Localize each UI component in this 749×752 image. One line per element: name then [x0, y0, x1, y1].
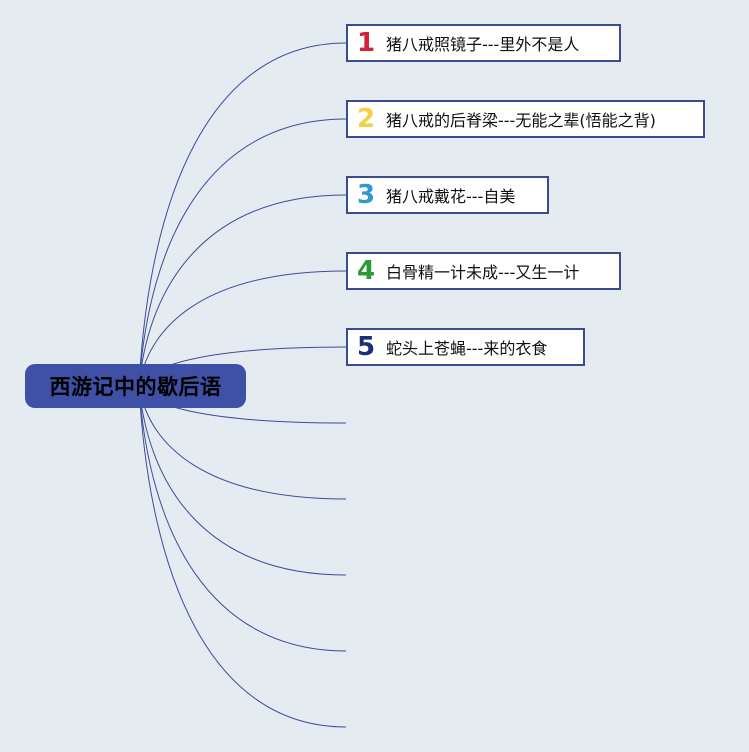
topic-1-text: 猪八戒照镜子---里外不是人: [386, 35, 580, 54]
priority-4-icon: 4: [356, 256, 376, 286]
topic-1[interactable]: 1 猪八戒照镜子---里外不是人: [346, 24, 621, 62]
empty-branch-line: [138, 385, 347, 500]
topic-5[interactable]: 5 蛇头上苍蝇---来的衣食: [346, 328, 585, 366]
branch-line-1: [138, 42, 347, 387]
priority-1-icon: 1: [356, 28, 376, 58]
central-topic-label: 西游记中的歇后语: [49, 375, 222, 399]
priority-2-icon: 2: [356, 104, 376, 134]
topic-4[interactable]: 4 白骨精一计未成---又生一计: [346, 252, 621, 290]
empty-branch-line: [138, 385, 347, 728]
branch-line-4: [138, 270, 347, 387]
branch-lines: [138, 42, 347, 728]
branch-line-2: [138, 118, 347, 387]
topic-5-text: 蛇头上苍蝇---来的衣食: [386, 339, 548, 358]
priority-5-icon: 5: [356, 332, 376, 362]
topic-3-text: 猪八戒戴花---自美: [386, 187, 516, 206]
branch-line-3: [138, 194, 347, 387]
priority-3-icon: 3: [356, 180, 376, 210]
topic-2-text: 猪八戒的后脊梁---无能之辈(悟能之背): [386, 111, 656, 130]
topic-3[interactable]: 3 猪八戒戴花---自美: [346, 176, 549, 214]
central-topic[interactable]: 西游记中的歇后语: [25, 364, 246, 408]
topic-2[interactable]: 2 猪八戒的后脊梁---无能之辈(悟能之背): [346, 100, 705, 138]
topic-4-text: 白骨精一计未成---又生一计: [386, 263, 580, 282]
empty-branch-line: [138, 385, 347, 652]
empty-branch-line: [138, 385, 347, 576]
